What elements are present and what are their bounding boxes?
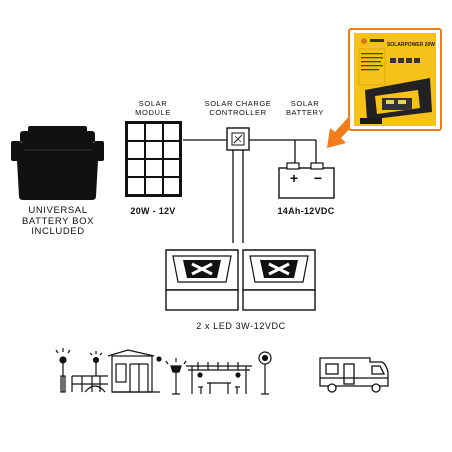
battery-box-caption: UNIVERSAL BATTERY BOX INCLUDED [6,205,110,238]
battery-box-icon [11,126,104,200]
battery-box-caption-line3: INCLUDED [31,226,85,237]
solar-module-spec: 20W - 12V [130,206,176,216]
product-box-title: SOLARPOWER 20W [386,42,436,48]
camper-van-icon [319,357,389,393]
battery-label: SOLAR BATTERY [280,99,330,117]
solar-battery-icon [278,162,335,199]
solar-module-label-line2: MODULE [135,108,171,117]
led-light-icon [165,249,239,311]
battery-spec: 14Ah-12VDC [277,206,335,216]
garden-house-icon [55,348,162,393]
product-box-image [348,28,442,131]
battery-box-caption-line2: BATTERY BOX [21,215,95,227]
led-light-icon [242,249,316,311]
street-lamp-icon [165,358,187,395]
battery-minus-sign: − [313,170,323,186]
controller-label-line1: SOLAR CHARGE [204,99,272,108]
wiring [183,139,317,243]
battery-label-line1: SOLAR [290,99,320,108]
controller-label-line2: CONTROLLER [209,108,267,117]
battery-plus-sign: + [289,170,299,186]
battery-label-line2: BATTERY [285,108,325,117]
battery-box-caption-line1: UNIVERSAL [28,205,88,216]
led-caption: 2 x LED 3W-12VDC [196,321,286,331]
solar-module-icon [125,121,182,197]
charge-controller-icon [226,127,250,151]
pergola-icon [186,362,252,394]
controller-label: SOLAR CHARGE CONTROLLER [196,99,280,117]
solar-module-label: SOLAR MODULE [126,99,180,117]
solar-module-label-line1: SOLAR [138,99,168,108]
globe-lamp-icon [258,351,272,395]
